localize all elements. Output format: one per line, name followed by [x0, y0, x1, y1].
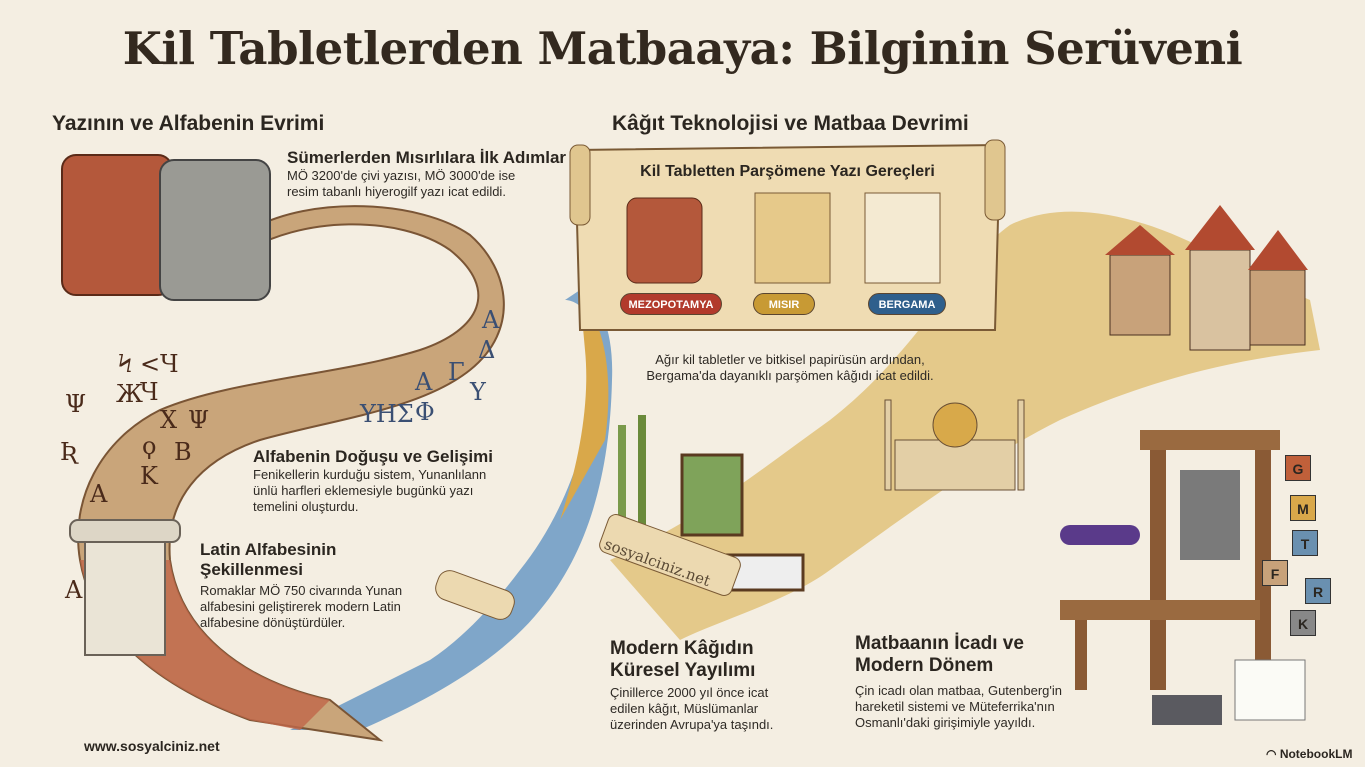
mosque-icon [884, 399, 1025, 491]
column-capital [69, 519, 181, 543]
paper-spread-block: Modern Kâğıdın Küresel Yayılımı Çiniller… [610, 638, 773, 733]
text-line: Ağır kil tabletler ve bitkisel papirüsün… [655, 352, 925, 367]
sumer-egypt-title: Sümerlerden Mısırlılara İlk Adımlar [287, 148, 567, 167]
type-block: K [1290, 610, 1316, 636]
text-line: Fenikellerin kurduğu sistem, Yunanlılann [253, 467, 487, 482]
press-title-line: Modern Dönem [855, 655, 994, 676]
rolled-scroll-icon [435, 570, 515, 620]
printing-press-icon [1060, 430, 1306, 725]
phoenician-letter: Ϟ [118, 350, 133, 378]
notebooklm-logo-icon: ◠ [1266, 747, 1280, 761]
papyrus-icon [754, 192, 831, 284]
text-line: resim tabanlı hiyerogilf yazı icat edild… [287, 184, 506, 199]
phoenician-letter: Α [65, 576, 83, 604]
text-line: üzerinden Avrupa'ya taşındı. [610, 717, 774, 732]
page-title: Kil Tabletlerden Matbaaya: Bilginin Serü… [122, 22, 1243, 75]
medieval-town-icon [1105, 205, 1308, 351]
watermark-scroll [599, 514, 741, 596]
stone-tablet-icon [159, 159, 271, 301]
phoenician-letter: Ψ [188, 406, 210, 434]
scroll-title: Kil Tabletten Parşömene Yazı Gereçleri [640, 163, 935, 180]
text-line: Osmanlı'daki girişimiyle yayıldı. [855, 715, 1036, 730]
phoenician-letter: Ʀ [60, 438, 79, 466]
greek-letters: ΥΗΣ [360, 400, 414, 428]
phoenician-letter: Ж [116, 380, 143, 408]
greek-letter: Δ [478, 336, 496, 364]
text-line: Bergama'da dayanıklı parşömen kâğıdı ica… [646, 368, 934, 383]
paper-title-line: Modern Kâğıdın [610, 638, 754, 659]
paper-title-line: Küresel Yayılımı [610, 660, 756, 681]
text-line: MÖ 3200'de çivi yazısı, MÖ 3000'de ise [287, 168, 516, 183]
greek-letter: Υ [470, 378, 486, 406]
text-line: alfabesini geliştirerek modern Latin [200, 599, 401, 614]
type-block: M [1290, 495, 1316, 521]
gold-stream [560, 295, 609, 520]
parchment-caption: Ağır kil tabletler ve bitkisel papirüsün… [600, 352, 980, 384]
bamboo-paper-making-icon [618, 415, 805, 592]
right-section-heading: Kâğıt Teknolojisi ve Matbaa Devrimi [612, 112, 969, 135]
type-block: T [1292, 530, 1318, 556]
mini-clay-tablet-icon [626, 197, 703, 284]
text-line: edilen kâğıt, Müslümanlar [610, 701, 759, 716]
left-section-heading: Yazının ve Alfabenin Evrimi [52, 112, 325, 135]
printing-press-block: Matbaanın İcadı ve Modern Dönem Çin icad… [855, 633, 1062, 731]
phoenician-letter: Α [90, 480, 108, 508]
phoenician-letter: Ψ [65, 390, 87, 418]
press-title-line: Matbaanın İcadı ve [855, 633, 1024, 654]
text-line: temelini oluşturdu. [253, 499, 359, 514]
greek-letter: Φ [415, 398, 435, 426]
type-block: R [1305, 578, 1331, 604]
brand-label: NotebookLM [1279, 747, 1353, 761]
type-block: G [1285, 455, 1311, 481]
alphabet-birth-title: Alfabenin Doğuşu ve Gelişimi [253, 447, 493, 466]
alphabet-birth-block: Alfabenin Doğuşu ve Gelişimi Fenikelleri… [253, 447, 493, 515]
latin-title-line: Latin Alfabesinin [200, 540, 337, 559]
ionic-column-icon [84, 539, 166, 656]
text-line: alfabesine dönüştürdüler. [200, 615, 346, 630]
notebooklm-brand: ◠ NotebookLM [1266, 747, 1352, 761]
clay-tablet-icon [61, 154, 173, 296]
latin-alphabet-block: Latin Alfabesinin Şekillenmesi Romaklar … [200, 540, 402, 631]
phoenician-letter: Ч [160, 350, 179, 378]
badge-mezopotamya: MEZOPOTAMYA [620, 293, 722, 315]
text-line: ünlü harfleri eklemesiyle bugünkü yazı [253, 483, 474, 498]
greek-letter: Γ [448, 358, 465, 386]
text-line: hareketil sistemi ve Müteferrika'nın [855, 699, 1055, 714]
footer-website: www.sosyalciniz.net [84, 738, 220, 754]
parchment-quill-icon [864, 192, 941, 284]
badge-misir: MISIR [753, 293, 815, 315]
phoenician-letter: Β [174, 438, 192, 466]
latin-title-line: Şekillenmesi [200, 560, 304, 579]
phoenician-letter: < [140, 350, 161, 378]
phoenician-letter: Κ [140, 462, 158, 490]
phoenician-letter: Χ [160, 406, 178, 434]
greek-letter: Α [415, 368, 433, 396]
text-line: Çin icadı olan matbaa, Gutenberg'in [855, 683, 1062, 698]
text-line: Çinillerce 2000 yıl önce icat [610, 685, 769, 700]
sumer-egypt-block: Sümerlerden Mısırlılara İlk Adımlar MÖ 3… [287, 148, 566, 200]
phoenician-letter: Ч [140, 378, 159, 406]
badge-bergama: BERGAMA [868, 293, 946, 315]
greek-letter: Α [482, 306, 500, 334]
scroll-roll-right [984, 139, 1006, 221]
scroll-roll-left [569, 144, 591, 226]
phoenician-letter: ϙ [142, 432, 157, 460]
type-block: F [1262, 560, 1288, 586]
text-line: Romaklar MÖ 750 civarında Yunan [200, 583, 403, 598]
